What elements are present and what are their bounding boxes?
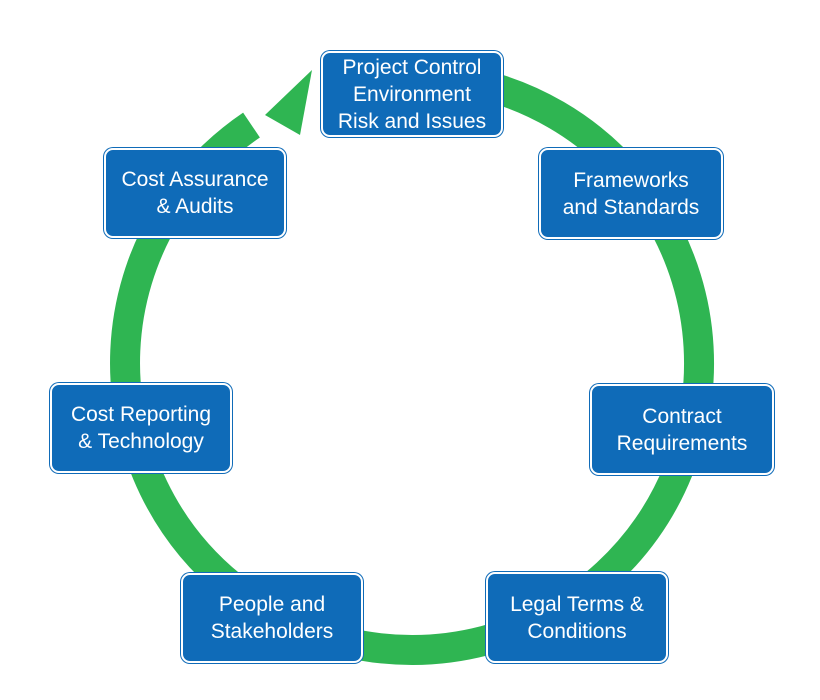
node-frameworks: Frameworks and Standards bbox=[539, 148, 723, 239]
node-contract-requirements-line-2: Requirements bbox=[616, 431, 748, 455]
node-cost-reporting-line-1: Cost Reporting bbox=[70, 403, 212, 426]
node-cost-assurance-line-1: Cost Assurance bbox=[121, 168, 269, 191]
node-project-control-line-3: Risk and Issues bbox=[337, 109, 487, 133]
node-cost-reporting-line-2: & Technology bbox=[78, 430, 204, 453]
node-legal-terms: Legal Terms & Conditions bbox=[486, 572, 668, 663]
node-project-control-line-1: Project Control bbox=[342, 55, 482, 79]
node-cost-assurance-line-2: & Audits bbox=[156, 195, 234, 218]
node-people-stakeholders-line-2: Stakeholders bbox=[210, 620, 334, 643]
node-contract-requirements: Contract Requirements bbox=[590, 384, 774, 475]
node-legal-terms-line-2: Conditions bbox=[527, 619, 627, 643]
node-people-stakeholders-line-1: People and bbox=[218, 593, 326, 616]
node-frameworks-line-1: Frameworks bbox=[573, 168, 689, 192]
node-frameworks-line-2: and Standards bbox=[562, 195, 700, 219]
node-cost-assurance: Cost Assurance & Audits bbox=[104, 148, 286, 238]
node-cost-reporting: Cost Reporting & Technology bbox=[50, 383, 232, 473]
node-legal-terms-line-1: Legal Terms & bbox=[510, 592, 644, 616]
node-people-stakeholders: People and Stakeholders bbox=[181, 573, 363, 663]
node-project-control-line-2: Environment bbox=[353, 82, 471, 106]
node-contract-requirements-line-1: Contract bbox=[642, 404, 722, 428]
ring-arrowhead bbox=[265, 70, 312, 135]
node-project-control: Project Control Environment Risk and Iss… bbox=[321, 51, 503, 137]
